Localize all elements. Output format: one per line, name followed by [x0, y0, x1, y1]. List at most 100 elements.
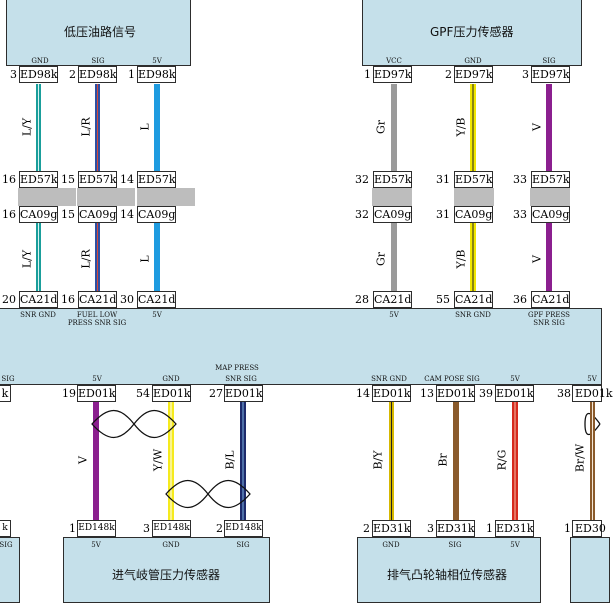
pin-label-5v: 5V	[152, 311, 162, 319]
connector-ed01k: ED01k	[572, 385, 613, 402]
pin-label-5v: 5V	[152, 57, 162, 65]
wire-color-label: Br	[436, 453, 450, 467]
pin-label-fuel-low: FUEL LOW	[76, 311, 118, 319]
connector-ed97k: ED97k	[531, 66, 570, 83]
wire-color-label: L	[138, 255, 152, 263]
pin-number: 14	[120, 173, 134, 186]
connector-ca21d: CA21d	[137, 291, 176, 308]
connector-ed148k: ED148k	[77, 520, 116, 537]
connector-ed57k: ED57k	[19, 171, 58, 188]
pin-number: 27	[209, 387, 223, 400]
connector-ca09g: CA09g	[78, 206, 117, 223]
connector-ca09g: CA09g	[454, 206, 493, 223]
wire-color-label: V	[530, 123, 544, 131]
pin-number: 33	[513, 208, 527, 221]
wire-color-label: Y/B	[454, 249, 468, 269]
connector-ed57k: ED57k	[454, 171, 493, 188]
wire-br	[453, 402, 459, 521]
pin-number: 20	[2, 293, 16, 306]
connector-gap	[18, 188, 570, 206]
pin-label-gpf-press: SNR SIG	[533, 319, 565, 327]
wire-color-label: L/R	[79, 117, 93, 137]
pin-number: 54	[136, 387, 150, 400]
pin-label-snr-gnd: SNR GND	[20, 311, 56, 319]
wire-brw	[590, 402, 595, 521]
connector-ed148k: ED148k	[224, 520, 263, 537]
connector-ed01k: ED01k	[495, 385, 534, 402]
wire-color-label: L/Y	[20, 249, 34, 269]
connector-ed57k: ED57k	[373, 171, 412, 188]
pin-number: 31	[436, 208, 450, 221]
low-pressure-fuel-module: 低压油路信号	[6, 0, 191, 66]
connector-ed01k: ED01k	[77, 385, 116, 402]
pin-label-5v: 5V	[587, 375, 597, 383]
pin-number: 55	[436, 293, 450, 306]
pin-number: 28	[355, 293, 369, 306]
wire-color-label: R/G	[495, 449, 509, 471]
pin-number: 38	[557, 387, 571, 400]
pin-number: 3	[143, 522, 150, 535]
pin-label-sig: SIG	[542, 57, 556, 65]
exhaust-cam-phase-sensor: 排气凸轮轴相位传感器	[357, 537, 541, 603]
module-title: GPF压力传感器	[430, 25, 514, 39]
pin-number: 1	[564, 522, 571, 535]
pin-number: 3	[522, 68, 529, 81]
pin-number: 2	[363, 522, 370, 535]
connector-ed01k: ED01k	[152, 385, 191, 402]
connector-ed57k: ED57k	[137, 171, 176, 188]
pin-label-5v: 5V	[510, 541, 520, 549]
connector-ca21d: CA21d	[19, 291, 58, 308]
pin-label-cam-pose: CAM POSE SIG	[424, 375, 480, 383]
wire-v	[93, 402, 99, 521]
connector-ed98k: ED98k	[137, 66, 176, 83]
connector-ed31k: ED31k	[436, 520, 475, 537]
pin-number: 31	[436, 173, 450, 186]
connector-ed98k: ED98k	[19, 66, 58, 83]
wire-color-label: Gr	[374, 119, 388, 135]
pin-label-gnd: GND	[31, 57, 49, 65]
connector-ca21d: CA21d	[531, 291, 570, 308]
wire-color-label: L	[138, 123, 152, 131]
wire-color-label: L/Y	[20, 117, 34, 137]
pin-label-gnd: GND	[162, 541, 180, 549]
pin-number: 32	[355, 208, 369, 221]
connector-ca09g: CA09g	[373, 206, 412, 223]
pin-number: 19	[62, 387, 76, 400]
wire-color-label: Y/B	[454, 117, 468, 137]
pin-label-sig: SIG	[91, 57, 105, 65]
pin-number: 3	[427, 522, 434, 535]
module-title: 进气岐管压力传感器	[112, 568, 221, 582]
pin-number: 1	[486, 522, 493, 535]
connector-ca21d: CA21d	[454, 291, 493, 308]
pin-label-gnd: GND	[162, 375, 180, 383]
connector-ca21d: CA21d	[373, 291, 412, 308]
pin-number: 14	[356, 387, 370, 400]
connector-ed01k: ED01k	[436, 385, 475, 402]
wire-color-label: L/R	[79, 249, 93, 269]
connector-ed01k: ED01k	[224, 385, 263, 402]
wire-color-label: V	[530, 255, 544, 263]
connector-ed98k: ED98k	[78, 66, 117, 83]
connector-ca21d: CA21d	[78, 291, 117, 308]
right-partial-module	[570, 537, 610, 603]
pin-label-map-press: MAP PRESS	[215, 364, 259, 372]
pin-number: 1	[69, 522, 76, 535]
pin-number: 32	[355, 173, 369, 186]
wire-yw	[168, 402, 174, 521]
connector-ed57k: ED57k	[78, 171, 117, 188]
connector-ca09g: CA09g	[531, 206, 570, 223]
pin-label-gnd: GND	[382, 541, 400, 549]
pin-label-sig: SIG	[448, 541, 462, 549]
gpf-pressure-sensor-module: GPF压力传感器	[362, 0, 582, 66]
pin-label-5v: 5V	[92, 375, 102, 383]
module-title: 排气凸轮轴相位传感器	[387, 568, 508, 582]
wire-color-label: B/L	[223, 450, 237, 470]
pin-number: 33	[513, 173, 527, 186]
wire-color-label: Br/W	[573, 443, 587, 473]
intake-manifold-pressure-sensor: 进气岐管压力传感器	[63, 537, 270, 603]
connector-ed97k: ED97k	[373, 66, 412, 83]
pin-label-sig: SIG	[0, 541, 13, 549]
wire-rg	[512, 402, 518, 521]
pin-number: 2	[69, 68, 76, 81]
wire-color-label: V	[76, 456, 90, 464]
